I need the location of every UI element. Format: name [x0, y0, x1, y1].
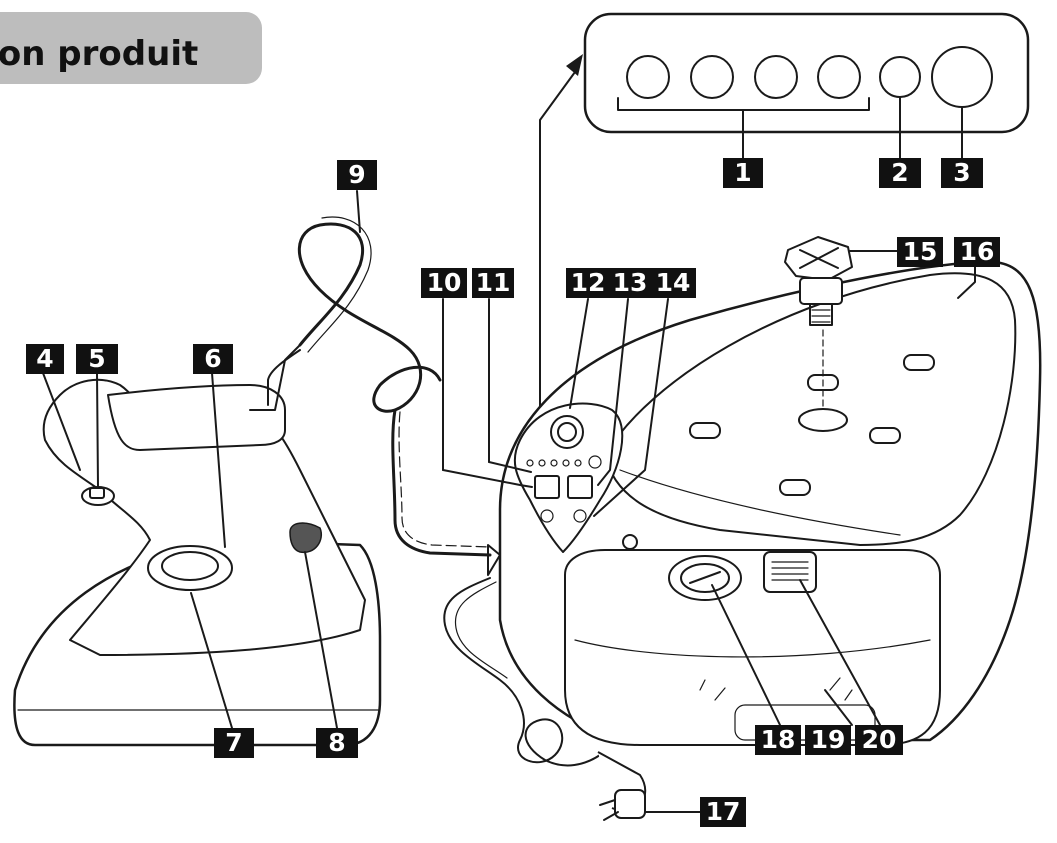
callout-3: 3: [941, 158, 983, 188]
callout-7: 7: [214, 728, 254, 758]
page-title: tion produit: [0, 34, 199, 74]
callout-12: 12: [566, 268, 610, 298]
callout-14: 14: [650, 268, 696, 298]
rest-pad: [779, 479, 811, 496]
indicator-light-4: [817, 55, 861, 99]
callout-18: 18: [755, 725, 801, 755]
leader-lines: [42, 190, 976, 813]
indicator-light-5: [879, 56, 921, 98]
callout-16: 16: [954, 237, 1000, 267]
callout-8: 8: [316, 728, 358, 758]
plug: [614, 789, 646, 819]
iron: [13, 344, 382, 747]
indicator-large-button: [931, 46, 993, 108]
callout-2: 2: [879, 158, 921, 188]
indicator-light-3: [754, 55, 798, 99]
callout-6: 6: [193, 344, 233, 374]
callout-17: 17: [700, 797, 746, 827]
callout-20: 20: [855, 725, 903, 755]
water-level-window: [763, 551, 817, 593]
indicator-light-2: [690, 55, 734, 99]
callout-5: 5: [76, 344, 118, 374]
rest-pad: [689, 422, 721, 439]
steam-generator-base: [498, 260, 1042, 746]
rest-pad: [903, 354, 935, 371]
callout-19: 19: [805, 725, 851, 755]
steam-hose: [297, 216, 501, 576]
callout-1: 1: [723, 158, 763, 188]
callout-11: 11: [472, 268, 514, 298]
callout-4: 4: [26, 344, 64, 374]
thermostat-light: [289, 522, 322, 554]
water-filler-hole: [798, 408, 848, 432]
indicator-light-1: [626, 55, 670, 99]
callout-13: 13: [608, 268, 652, 298]
callout-15: 15: [897, 237, 943, 267]
control-panel-zoom: [583, 12, 1030, 159]
title-box: tion produit: [0, 12, 262, 84]
callout-9: 9: [337, 160, 377, 190]
rest-pad: [869, 427, 901, 444]
power-cord: [443, 577, 647, 821]
filler-cap: [784, 236, 853, 326]
callout-10: 10: [421, 268, 467, 298]
steam-trigger: [81, 486, 115, 506]
